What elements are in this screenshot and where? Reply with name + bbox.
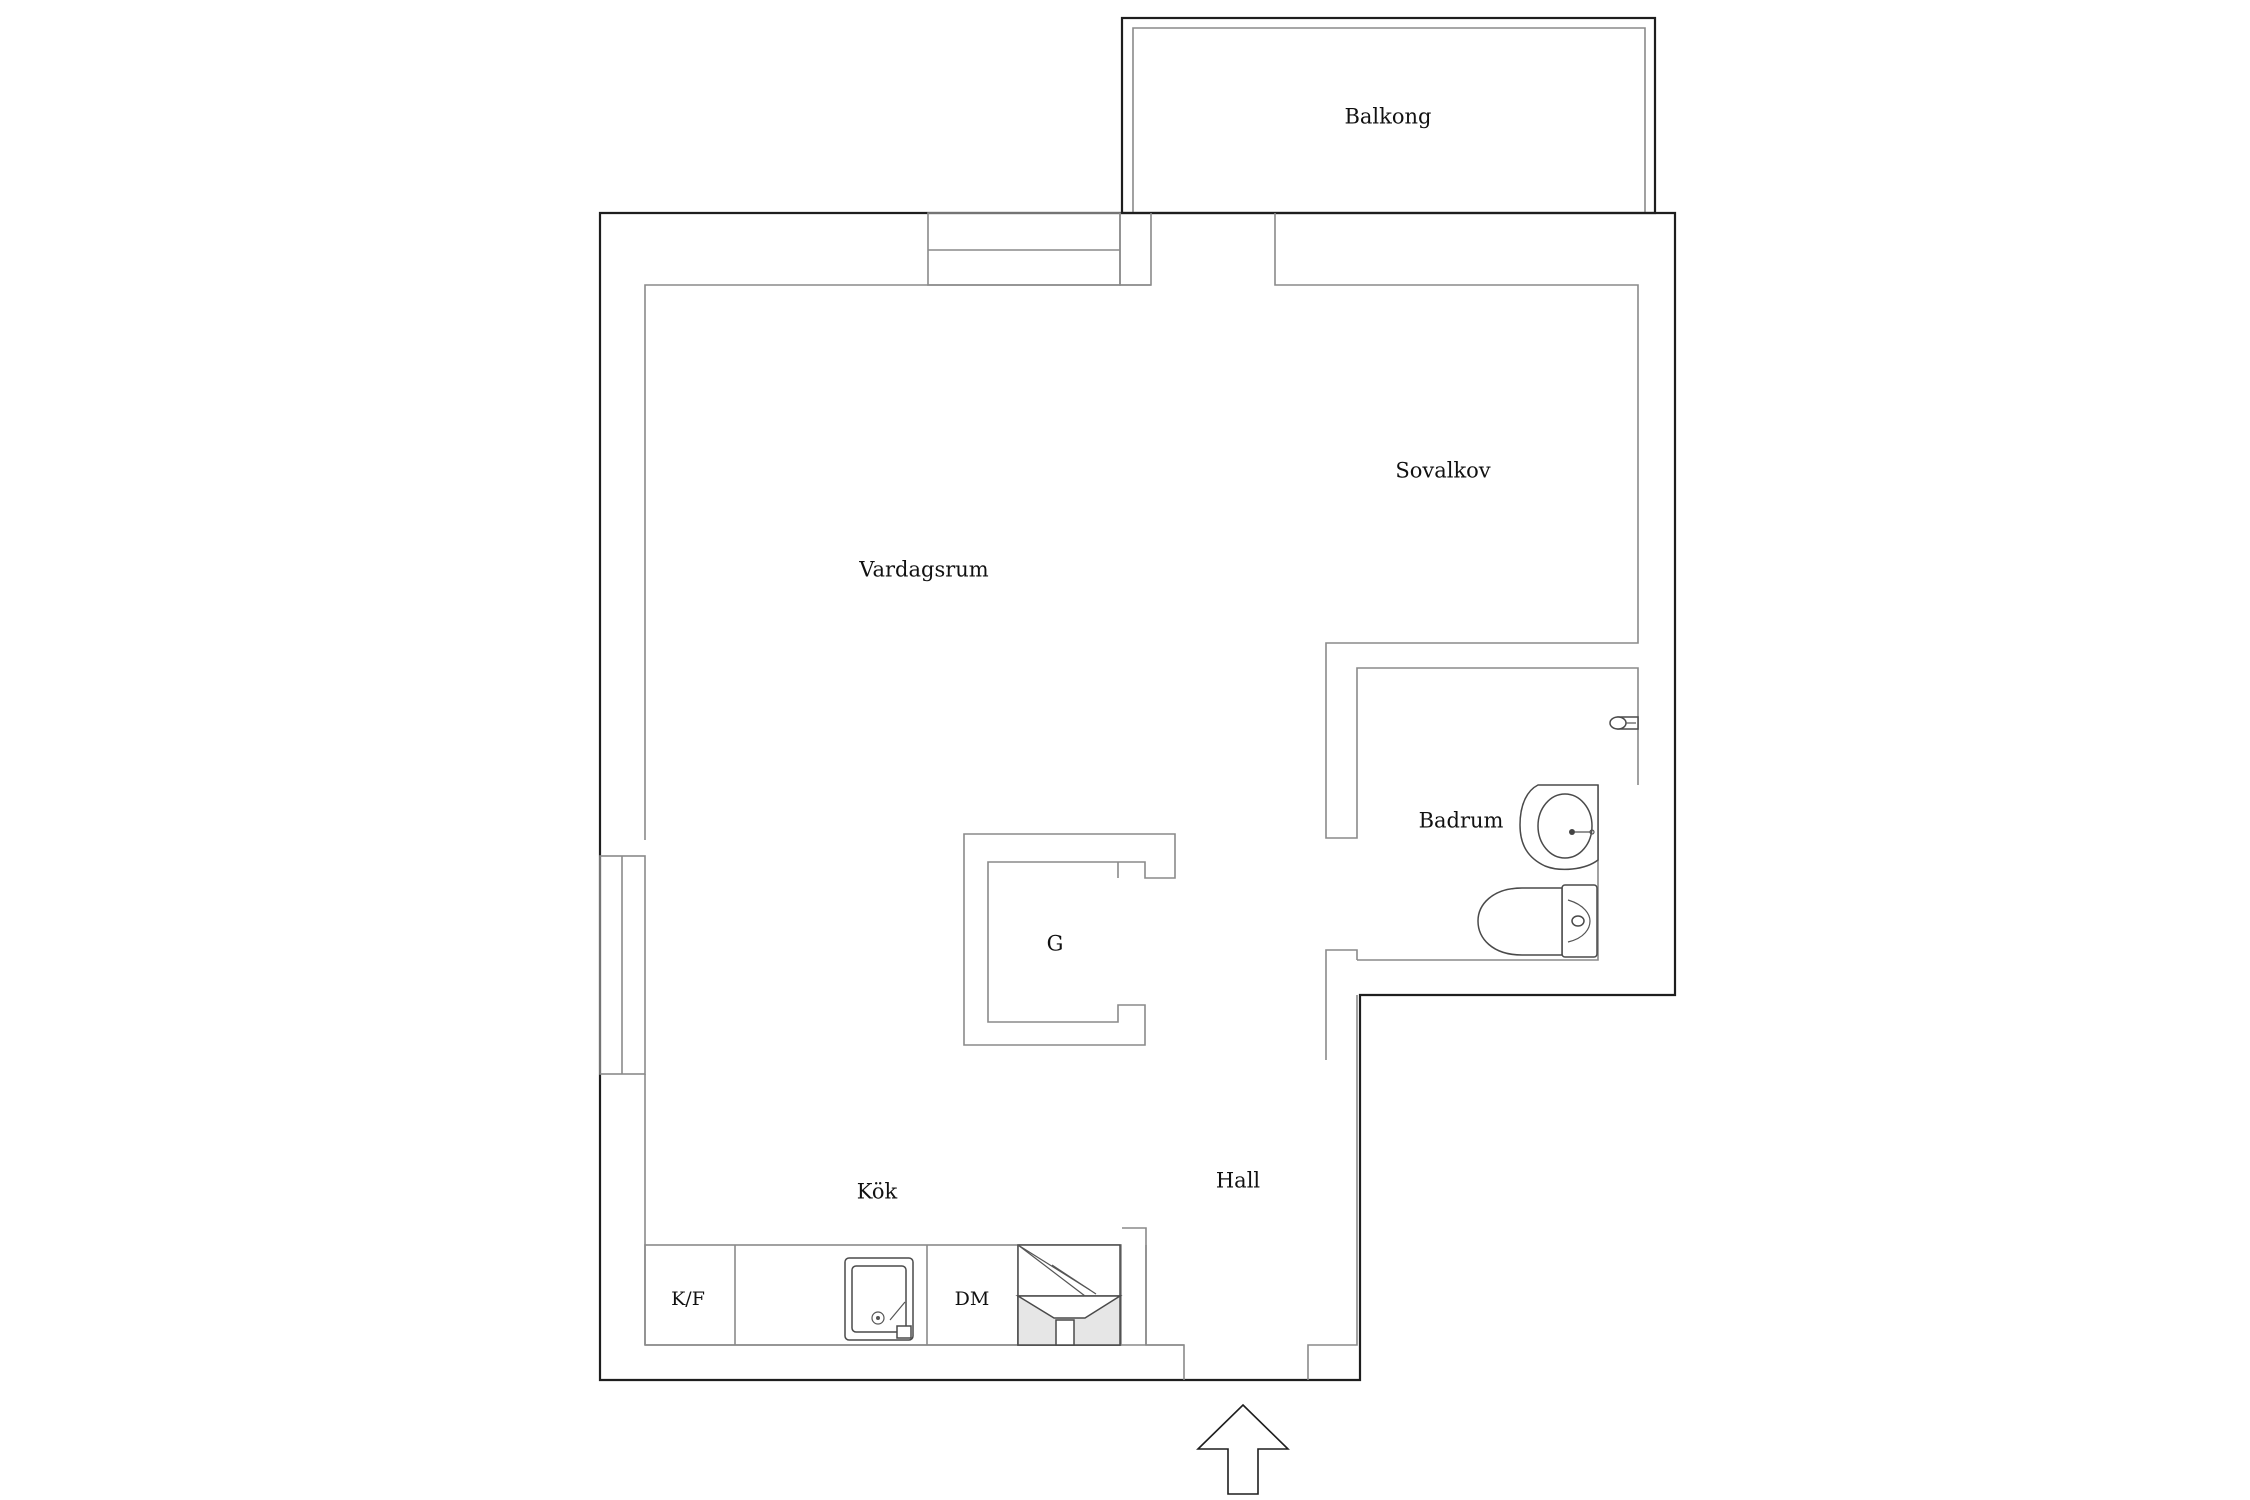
kitchen-sink-icon (844, 1257, 914, 1341)
room-label-kok: Kök (857, 1180, 898, 1204)
toilet-icon (1477, 884, 1598, 958)
fixture-label-dishwasher: DM (955, 1288, 990, 1310)
fixture-label-fridge: K/F (671, 1288, 705, 1310)
room-label-sovalkov: Sovalkov (1395, 459, 1490, 483)
inner-walls (599, 212, 1639, 1380)
wardrobe (963, 833, 1176, 1046)
entrance-arrow-icon (1196, 1403, 1290, 1495)
faucet-icon (1609, 716, 1639, 730)
washbasin-icon (1519, 784, 1599, 871)
room-label-vardagsrum: Vardagsrum (858, 558, 989, 582)
room-label-hall: Hall (1216, 1169, 1261, 1193)
stove-icon (1015, 1244, 1123, 1346)
room-label-garderob: G (1047, 932, 1064, 956)
room-label-balkong: Balkong (1344, 105, 1431, 129)
room-label-badrum: Badrum (1419, 809, 1504, 833)
outer-walls (598, 211, 1677, 1382)
